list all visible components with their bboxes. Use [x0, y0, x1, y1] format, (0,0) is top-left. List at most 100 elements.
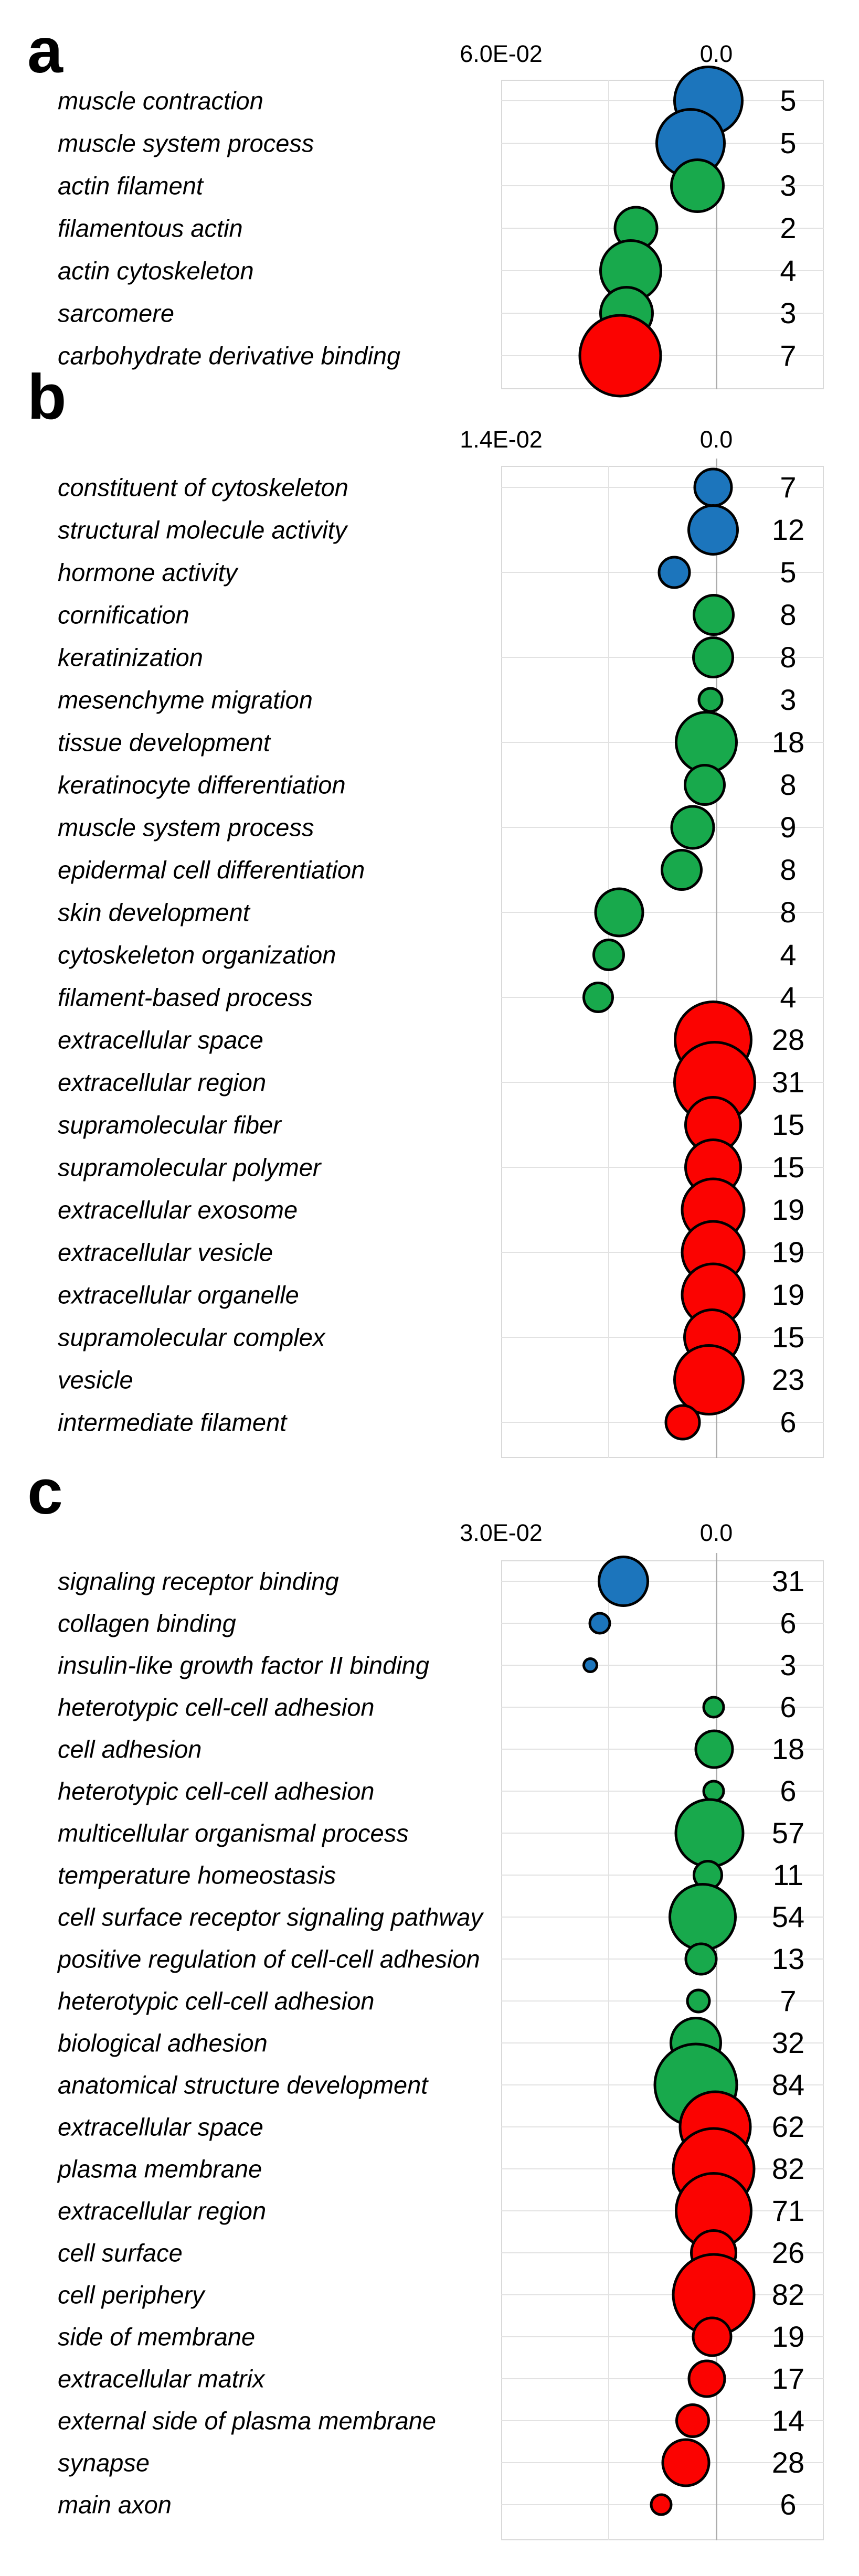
panel-c-count-label: 6 [780, 2488, 797, 2521]
panel-c-horizontal-gridline [501, 1749, 824, 1750]
panel-b-bubble-green [693, 594, 735, 636]
panel-c-row-label: cell surface [58, 2239, 183, 2267]
panel-c-count-label: 19 [771, 2320, 805, 2353]
panel-c-bubble-red [692, 2316, 733, 2357]
panel-c-count-label: 3 [780, 1648, 797, 1681]
panel-b-horizontal-gridline [501, 742, 824, 743]
panel-b-row-label: supramolecular fiber [58, 1111, 281, 1139]
panel-b-bubble-blue [693, 467, 733, 507]
panel-a-count-label: 3 [780, 169, 797, 202]
panel-c-horizontal-gridline [501, 2294, 824, 2295]
panel-c-vertical-gridline [608, 1560, 609, 2540]
panel-c-count-label: 57 [771, 1816, 805, 1849]
panel-b-row-label: extracellular region [58, 1068, 267, 1097]
panel-c-count-label: 31 [771, 1564, 805, 1598]
panel-b-count-label: 3 [780, 683, 797, 716]
panel-a-horizontal-gridline [501, 185, 824, 186]
panel-b-count-label: 23 [771, 1363, 805, 1396]
panel-b-count-label: 18 [771, 726, 805, 759]
panel-a-count-label: 3 [780, 296, 797, 329]
panel-b-count-label: 9 [780, 811, 797, 844]
panel-a-row-label: actin filament [58, 172, 203, 200]
panel-c-row-label: extracellular region [58, 2197, 267, 2225]
panel-a-row-label: actin cytoskeleton [58, 257, 254, 285]
panel-b-bubble-green [670, 805, 715, 850]
panel-a-horizontal-gridline [501, 355, 824, 356]
panel-b-row-label: extracellular exosome [58, 1196, 298, 1224]
panel-c-count-label: 82 [771, 2278, 805, 2311]
panel-c-count-label: 62 [771, 2110, 805, 2143]
panel-b-horizontal-gridline [501, 1167, 824, 1168]
panel-b-bubble-green [697, 687, 724, 713]
panel-b-count-label: 6 [780, 1406, 797, 1439]
panel-c-horizontal-gridline [501, 1791, 824, 1792]
panel-a-row-label: filamentous actin [58, 214, 243, 242]
panel-c-bubble-green [686, 1988, 711, 2014]
panel-b-bubble-green [594, 887, 644, 938]
panel-b-row-label: cytoskeleton organization [58, 941, 336, 969]
panel-c-horizontal-gridline [501, 2000, 824, 2002]
panel-c-row-label: signaling receptor binding [58, 1567, 339, 1595]
panel-a-count-label: 7 [780, 339, 797, 372]
panel-b-row-label: extracellular organelle [58, 1281, 299, 1309]
panel-c-row-label: biological adhesion [58, 2029, 268, 2057]
panel-c-count-label: 26 [771, 2236, 805, 2269]
panel-a-horizontal-gridline [501, 228, 824, 229]
panel-b-bubble-green [692, 636, 734, 678]
panel-c-horizontal-gridline [501, 2252, 824, 2253]
panel-a-row-label: carbohydrate derivative binding [58, 342, 401, 370]
panel-b-count-label: 31 [771, 1066, 805, 1099]
panel-b-row-label: hormone activity [58, 558, 238, 587]
panel-b-row-label: filament-based process [58, 983, 313, 1012]
panel-b-row-label: extracellular vesicle [58, 1238, 273, 1266]
panel-b-row-label: mesenchyme migration [58, 686, 313, 714]
panel-a-count-label: 2 [780, 211, 797, 244]
panel-b-row-label: keratinization [58, 643, 203, 672]
panel-b-count-label: 8 [780, 641, 797, 674]
panel-b-count-label: 8 [780, 768, 797, 801]
panel-c-count-label: 18 [771, 1732, 805, 1765]
panel-b-bubble-red [673, 1041, 756, 1124]
panel-c-bubble-blue [588, 1612, 611, 1635]
panel-b-count-label: 15 [771, 1321, 805, 1354]
panel-b-bubble-green [661, 849, 703, 891]
panel-a-plot-area [501, 80, 824, 389]
panel-c-count-label: 17 [771, 2362, 805, 2395]
panel-b-horizontal-gridline [501, 827, 824, 828]
panel-c-horizontal-gridline [501, 1623, 824, 1624]
panel-b-count-label: 8 [780, 853, 797, 886]
panel-c-row-label: temperature homeostasis [58, 1861, 336, 1889]
panel-c-count-label: 6 [780, 1774, 797, 1807]
panel-b-bubble-red [664, 1404, 701, 1441]
panel-c-row-label: extracellular space [58, 2113, 263, 2141]
panel-c-row-label: heterotypic cell-cell adhesion [58, 1987, 375, 2015]
panel-b-horizontal-gridline [501, 657, 824, 658]
panel-c-count-label: 7 [780, 1984, 797, 2017]
panel-a-axis-tick-zero: 0.0 [699, 40, 733, 67]
panel-c-row-label: positive regulation of cell-cell adhesio… [58, 1945, 480, 1973]
panel-c-bubble-red [661, 2438, 710, 2487]
panel-b-row-label: vesicle [58, 1366, 133, 1394]
panel-c-bubble-red [675, 2403, 710, 2438]
panel-a-axis-tick-max: 6.0E-02 [460, 40, 543, 67]
panel-b-axis-tick-max: 1.4E-02 [460, 426, 543, 453]
panel-c-horizontal-gridline [501, 2042, 824, 2043]
panel-c-horizontal-gridline [501, 1665, 824, 1666]
panel-c-count-label: 11 [772, 1858, 804, 1891]
panel-c-horizontal-gridline [501, 1581, 824, 1582]
panel-b-count-label: 4 [780, 981, 797, 1014]
panel-a-count-label: 5 [780, 84, 797, 117]
panel-b-plot-area [501, 466, 824, 1458]
panel-c-bubble-red [687, 2359, 726, 2398]
panel-b-bubble-green [675, 711, 738, 774]
panel-c-bubble-blue [582, 1657, 598, 1673]
panel-c-horizontal-gridline [501, 1958, 824, 1960]
panel-b-horizontal-gridline [501, 1082, 824, 1083]
panel-b-count-label: 19 [771, 1236, 805, 1269]
panel-c-row-label: multicellular organismal process [58, 1819, 409, 1847]
panel-a-row-label: sarcomere [58, 299, 175, 327]
panel-c-row-label: external side of plasma membrane [58, 2407, 437, 2435]
panel-c-horizontal-gridline [501, 1707, 824, 1708]
panel-c-plot-area [501, 1560, 824, 2540]
panel-c-bubble-green [702, 1696, 725, 1719]
